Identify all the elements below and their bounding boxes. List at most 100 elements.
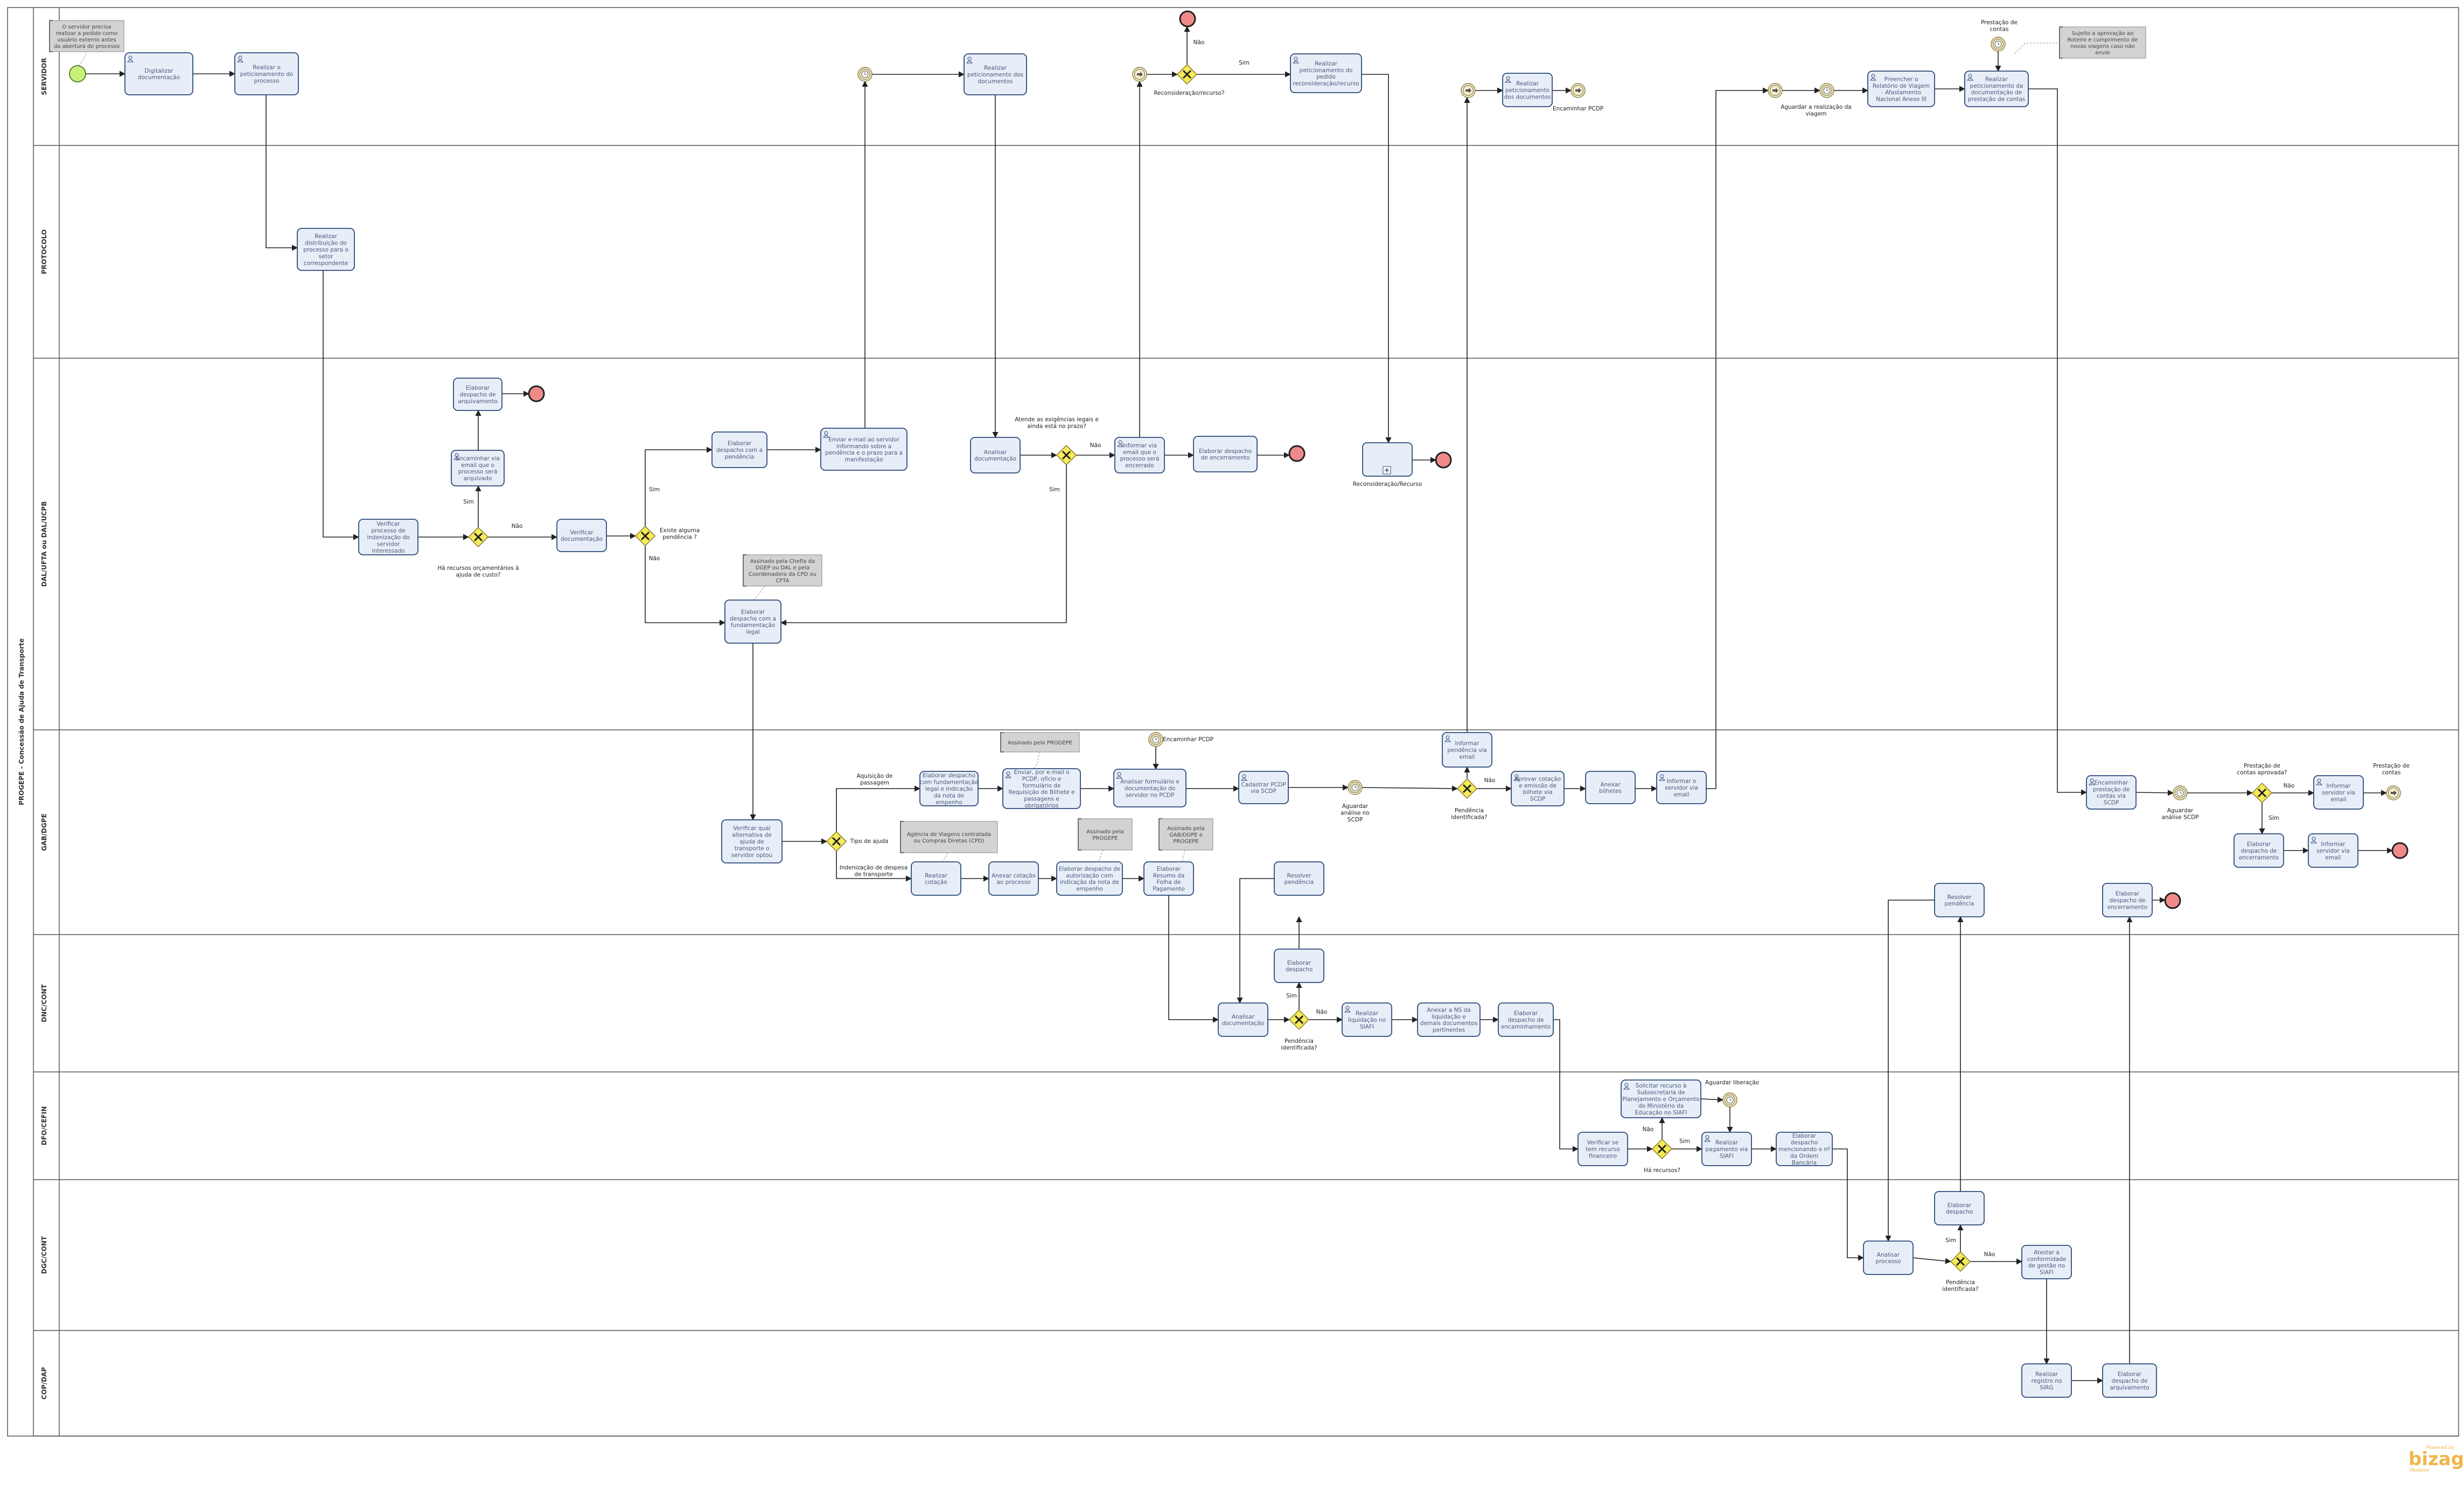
sequence-flow xyxy=(1362,74,1392,444)
sequence-flow xyxy=(2028,88,2088,796)
end-event-encerramento-final xyxy=(2164,892,2181,909)
intermediate-event-link xyxy=(1461,83,1476,98)
end-event-reconsideracao xyxy=(1435,451,1452,469)
end-event-arquivamento xyxy=(528,385,545,402)
flow-label: Não xyxy=(1090,442,1101,449)
flow-label: Sim xyxy=(1945,1237,1956,1244)
flow-label: Reconsideração/recurso? xyxy=(1154,90,1224,96)
logo-text: bizagi xyxy=(2409,1448,2464,1470)
flow-label: Sim xyxy=(1679,1138,1690,1145)
subprocess-reconsideracao[interactable] xyxy=(1362,442,1413,477)
gateway-reconsideracao xyxy=(1176,64,1198,85)
end-event-final xyxy=(2391,842,2409,859)
lane-label-gab: GAB/DGPE xyxy=(40,813,48,851)
task-type-icon xyxy=(966,57,973,64)
flow-label: Não xyxy=(1984,1251,1995,1258)
flow-label: Não xyxy=(512,523,523,529)
intermediate-event-aguardar-scdp xyxy=(1348,780,1363,795)
annotation-n3: Assinado pela PROGEPE xyxy=(1000,732,1080,769)
lane-label-dfo: DFO/CEFIN xyxy=(40,1106,48,1145)
intermediate-event-aguardar-liberacao xyxy=(1722,1092,1737,1107)
sequence-flow xyxy=(1700,1096,1724,1103)
logo-top: Powered by xyxy=(2426,1445,2455,1451)
